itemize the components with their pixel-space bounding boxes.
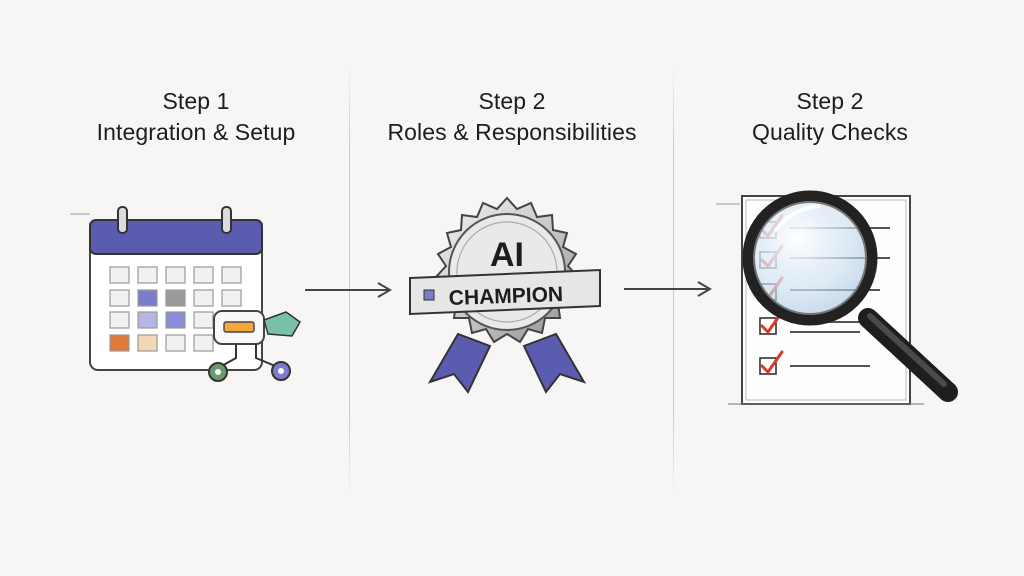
arrow-2-icon <box>624 281 712 297</box>
step-1-heading: Step 1 Integration & Setup <box>40 86 352 148</box>
checklist-magnifier-icon <box>716 190 958 405</box>
step-2-number: Step 2 <box>478 88 546 114</box>
badge-ai-text: AI <box>490 236 524 274</box>
column-divider-1 <box>349 60 350 500</box>
step-2-title: Roles & Responsibilities <box>387 119 637 145</box>
step-3-number: Step 2 <box>796 88 864 114</box>
ai-champion-badge-icon: AI CHAMPION <box>409 196 601 394</box>
step-2-heading: Step 2 Roles & Responsibilities <box>352 86 672 148</box>
column-divider-2 <box>673 60 674 500</box>
step-1-number: Step 1 <box>162 88 230 114</box>
calendar-workflow-icon <box>70 206 301 382</box>
badge-champion-text: CHAMPION <box>448 283 563 310</box>
step-3-title: Quality Checks <box>751 119 909 145</box>
step-1-title: Integration & Setup <box>96 119 296 145</box>
arrow-1-icon <box>305 282 392 298</box>
step-3-heading: Step 2 Quality Checks <box>676 86 984 148</box>
